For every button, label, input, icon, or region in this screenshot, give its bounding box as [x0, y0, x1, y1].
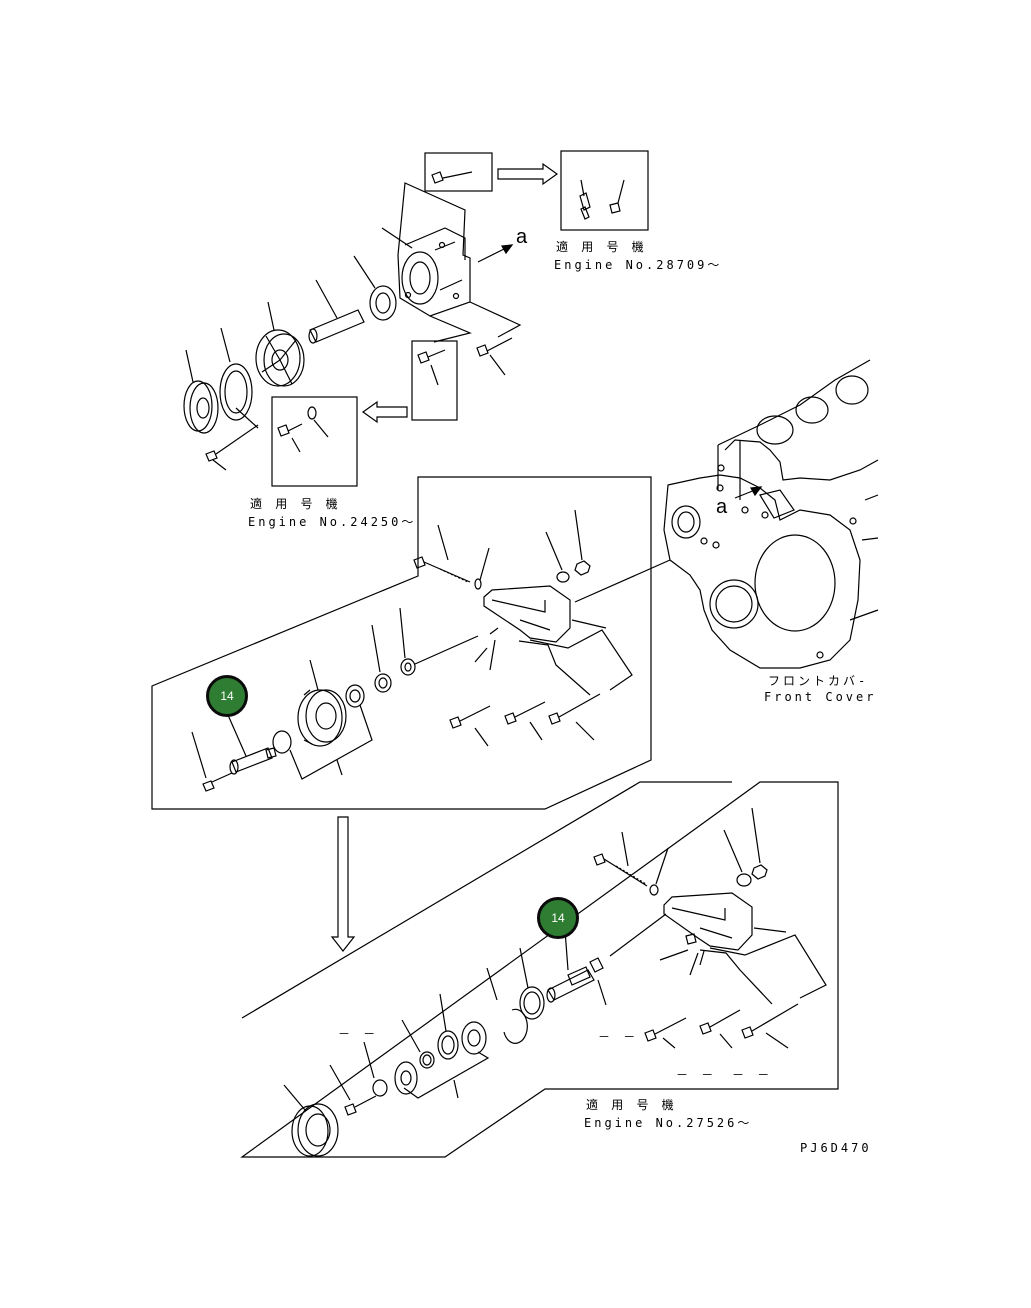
- engine-block: [574, 359, 879, 669]
- frame-lower: [240, 781, 839, 1158]
- frame-middle: [151, 476, 652, 810]
- lower-assembly: [240, 781, 839, 1158]
- dash-mark-2: － －: [598, 1030, 639, 1044]
- arrow-right-icon: [497, 162, 559, 186]
- applicable-label-24250: 適 用 号 機: [250, 497, 341, 511]
- engine-number-28709: Engine No.28709～: [554, 258, 723, 272]
- impeller-top: [255, 329, 301, 387]
- pulley-lower: [291, 1105, 329, 1157]
- arrow-down-icon: [330, 816, 356, 952]
- top-assembly: [183, 150, 649, 487]
- view-a-label-engine: a: [716, 496, 728, 518]
- gasket-top: [219, 363, 253, 421]
- tensioner-bracket-lower: [663, 892, 753, 951]
- pulley-middle: [297, 689, 343, 747]
- front-cover-label-en: Front Cover: [764, 690, 877, 704]
- part-callout-upper[interactable]: 14: [206, 675, 248, 717]
- engine-number-27526: Engine No.27526～: [584, 1116, 753, 1130]
- shaft-top: [309, 309, 365, 343]
- detail-box-top: [424, 152, 493, 192]
- cover-top: [183, 380, 213, 432]
- front-cover-seal: [709, 579, 759, 629]
- view-a-label-top: a: [516, 226, 528, 248]
- applicable-label-27526: 適 用 号 機: [586, 1098, 677, 1112]
- dash-mark-4: － －: [732, 1068, 773, 1082]
- part-callout-lower[interactable]: 14: [537, 897, 579, 939]
- snap-ring: [503, 1008, 528, 1044]
- drawing-code: PJ6D470: [800, 1141, 872, 1155]
- dash-mark-1: － －: [338, 1027, 379, 1041]
- detail-box-sensor: [560, 150, 649, 231]
- bearing-top: [369, 285, 397, 321]
- applicable-label-28709: 適 用 号 機: [556, 240, 647, 254]
- detail-box-bolt-washer: [271, 396, 358, 487]
- engine-number-24250: Engine No.24250～: [248, 515, 417, 529]
- detail-box-bolt: [411, 340, 458, 421]
- middle-assembly: [151, 476, 652, 810]
- front-cover: [663, 474, 861, 669]
- tensioner-bracket: [483, 585, 571, 643]
- arrow-left-icon: [361, 400, 408, 424]
- pump-housing: [397, 182, 471, 317]
- front-cover-label-jp: フロントカバ-: [768, 674, 869, 688]
- dash-mark-3: － －: [676, 1068, 717, 1082]
